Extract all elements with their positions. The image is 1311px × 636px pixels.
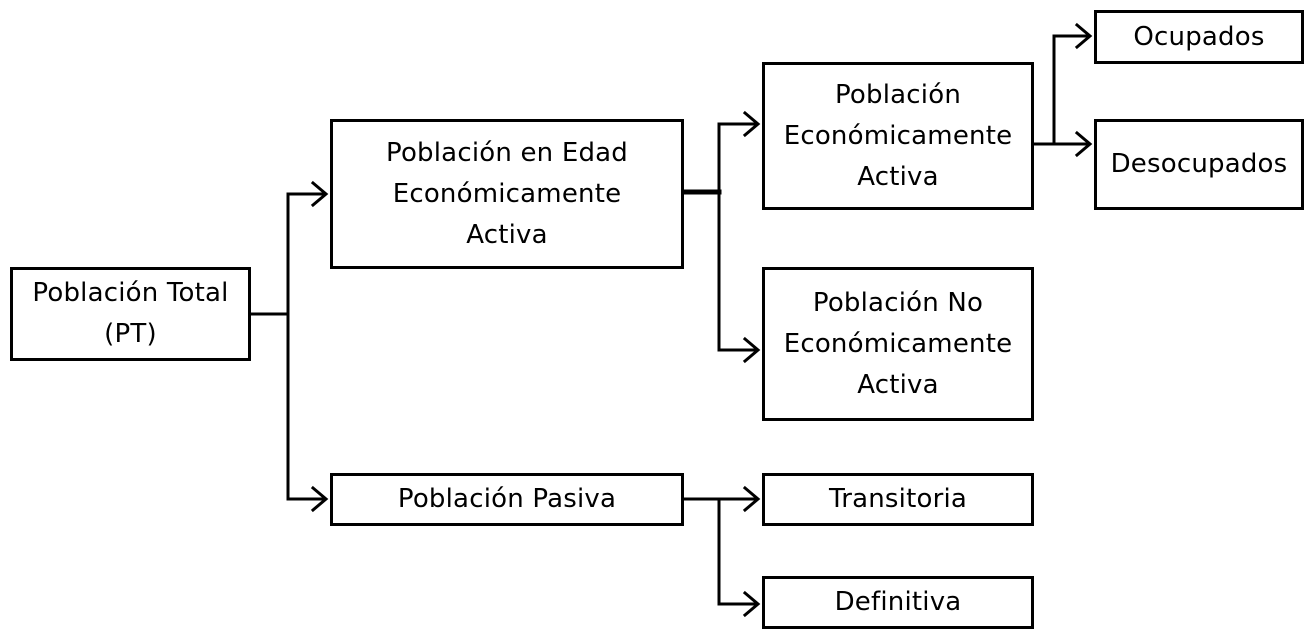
- node-label-line: Población No: [812, 287, 984, 318]
- arrowhead-definitiva: [742, 590, 761, 618]
- node-label-line: Activa: [857, 369, 939, 400]
- node-poblacion-total: Población Total (PT): [10, 267, 251, 361]
- arrowhead-pasiva: [310, 485, 329, 513]
- node-poblacion-pasiva: Población Pasiva: [330, 473, 684, 526]
- node-label-line: Ocupados: [1133, 21, 1265, 52]
- node-poblacion-edad-economicamente-activa: Población en Edad Económicamente Activa: [330, 119, 684, 269]
- node-label-line: Activa: [857, 161, 939, 192]
- arrowhead-desocupados: [1074, 130, 1093, 158]
- arrowhead-ocupados: [1074, 22, 1093, 50]
- node-label-line: Definitiva: [834, 587, 962, 617]
- arrowhead-transitoria: [742, 485, 761, 513]
- node-ocupados: Ocupados: [1094, 10, 1304, 64]
- node-poblacion-no-economicamente-activa: Población No Económicamente Activa: [762, 267, 1034, 421]
- node-label-line: Activa: [466, 219, 548, 250]
- node-label-line: Económicamente: [783, 120, 1013, 151]
- node-label-line: Población Total: [32, 278, 229, 308]
- node-label-line: Transitoria: [828, 484, 968, 514]
- node-label-line: Económicamente: [392, 178, 622, 209]
- node-label-line: Desocupados: [1110, 149, 1288, 179]
- arrowhead-pobea: [742, 110, 761, 138]
- arrowhead-pnea: [742, 336, 761, 364]
- node-poblacion-economicamente-activa: Población Económicamente Activa: [762, 62, 1034, 210]
- node-label-line: Población: [834, 79, 962, 110]
- node-desocupados: Desocupados: [1094, 119, 1304, 210]
- node-label-line: Población Pasiva: [397, 484, 617, 514]
- node-label-line: Población en Edad: [386, 137, 628, 168]
- arrowhead-pea: [310, 180, 329, 208]
- node-label-line: Económicamente: [783, 328, 1013, 359]
- node-definitiva: Definitiva: [762, 576, 1034, 629]
- node-label-line: (PT): [104, 319, 157, 349]
- node-transitoria: Transitoria: [762, 473, 1034, 526]
